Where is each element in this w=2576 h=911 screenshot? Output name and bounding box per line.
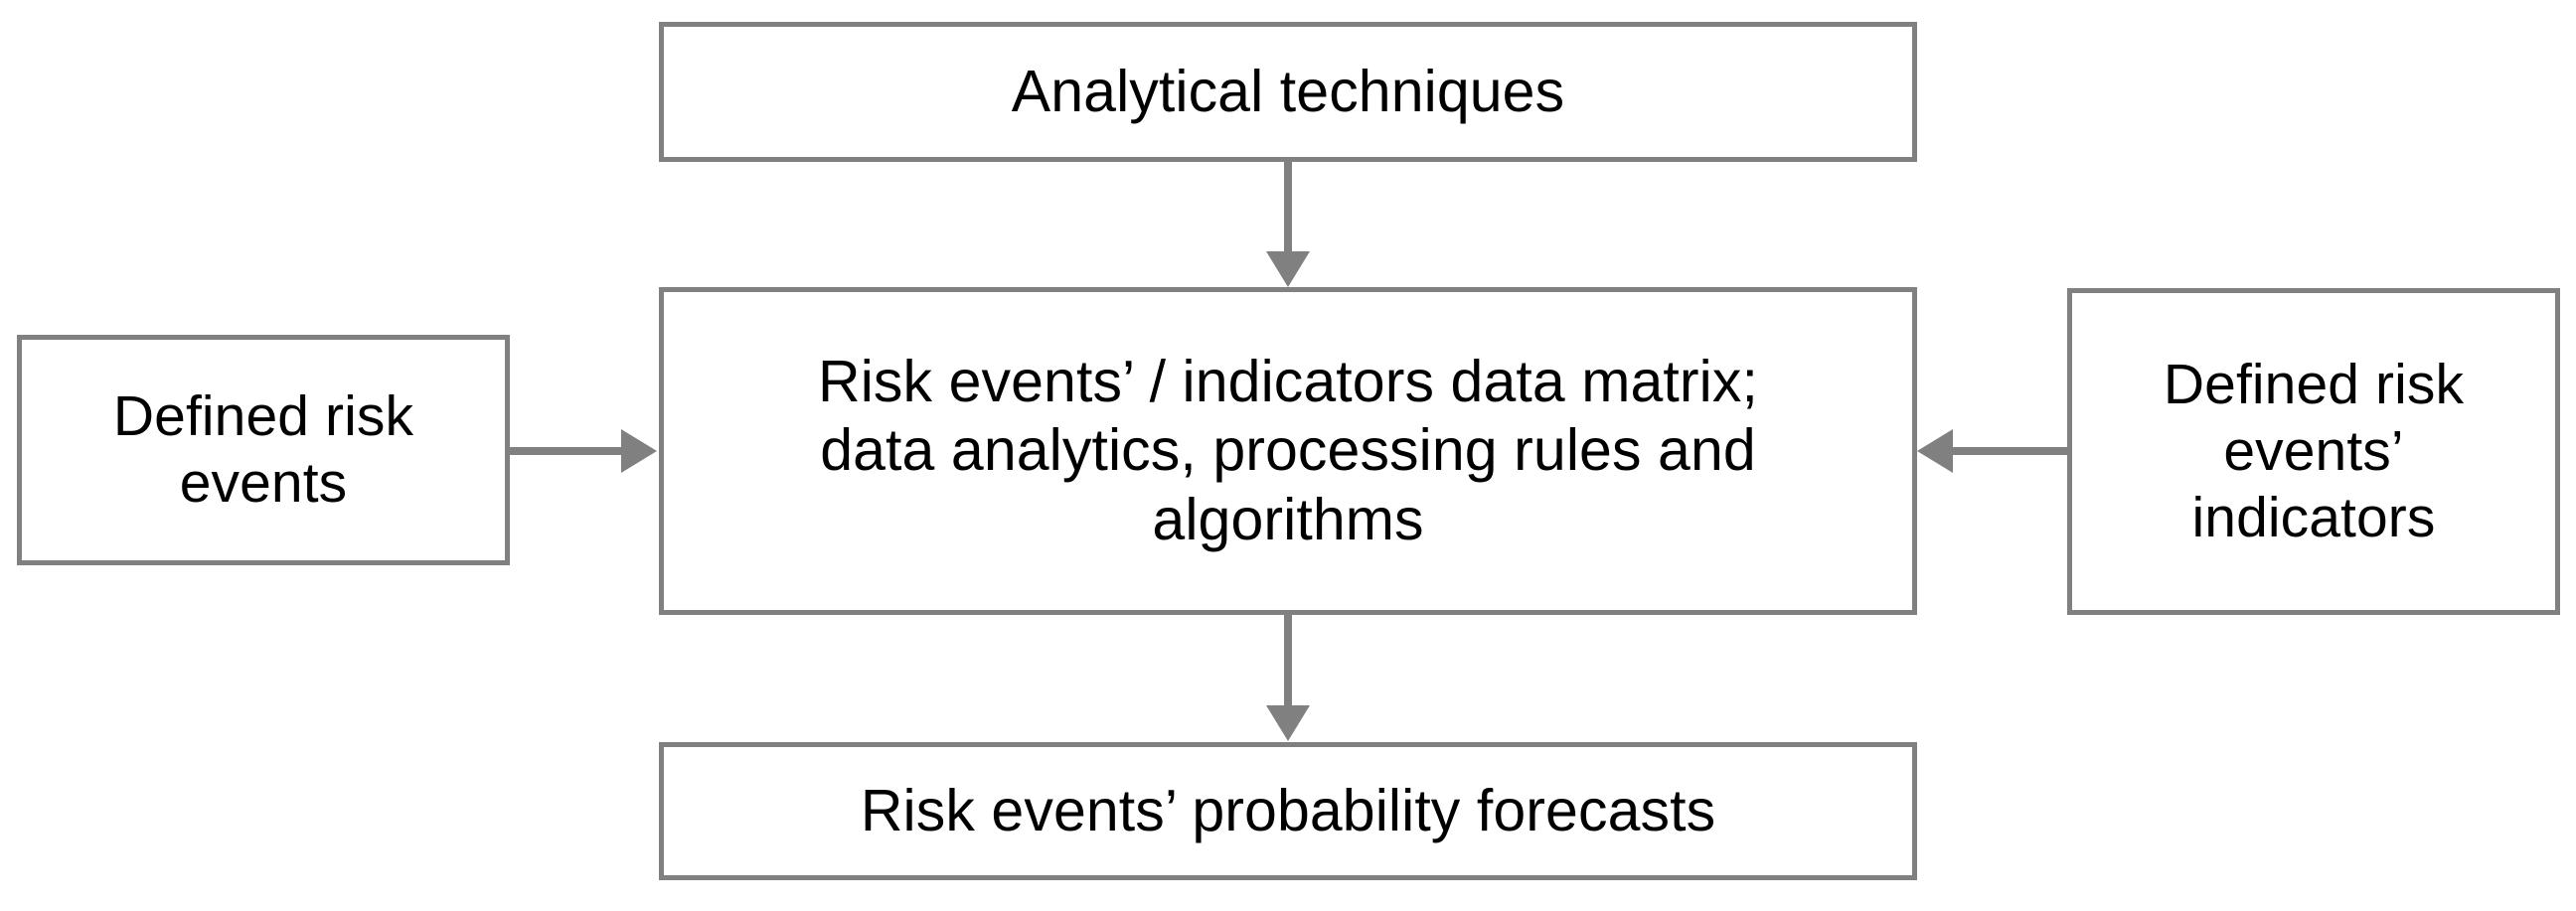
arrow-down-icon [1266, 705, 1310, 741]
arrow-down-icon [1266, 251, 1310, 287]
arrow-right-icon [621, 429, 657, 473]
connector-line [1284, 162, 1292, 253]
node-data-matrix[interactable]: Risk events’ / indicators data matrix; d… [659, 287, 1917, 615]
node-probability-forecasts-label: Risk events’ probability forecasts [860, 777, 1716, 843]
node-defined-risk-events-label: Defined risk events [112, 383, 414, 515]
arrow-left-icon [1917, 429, 1953, 473]
node-analytical-techniques-label: Analytical techniques [1011, 58, 1565, 124]
connector-line [1953, 447, 2068, 455]
node-analytical-techniques[interactable]: Analytical techniques [659, 22, 1917, 162]
node-defined-risk-events[interactable]: Defined risk events [17, 335, 510, 565]
node-data-matrix-label: Risk events’ / indicators data matrix; d… [818, 348, 1758, 552]
connector-line [1284, 615, 1292, 707]
node-defined-risk-events-indicators[interactable]: Defined risk events’ indicators [2067, 288, 2560, 615]
connector-line [510, 447, 623, 455]
node-defined-risk-events-indicators-label: Defined risk events’ indicators [2163, 352, 2465, 550]
node-probability-forecasts[interactable]: Risk events’ probability forecasts [659, 742, 1917, 880]
